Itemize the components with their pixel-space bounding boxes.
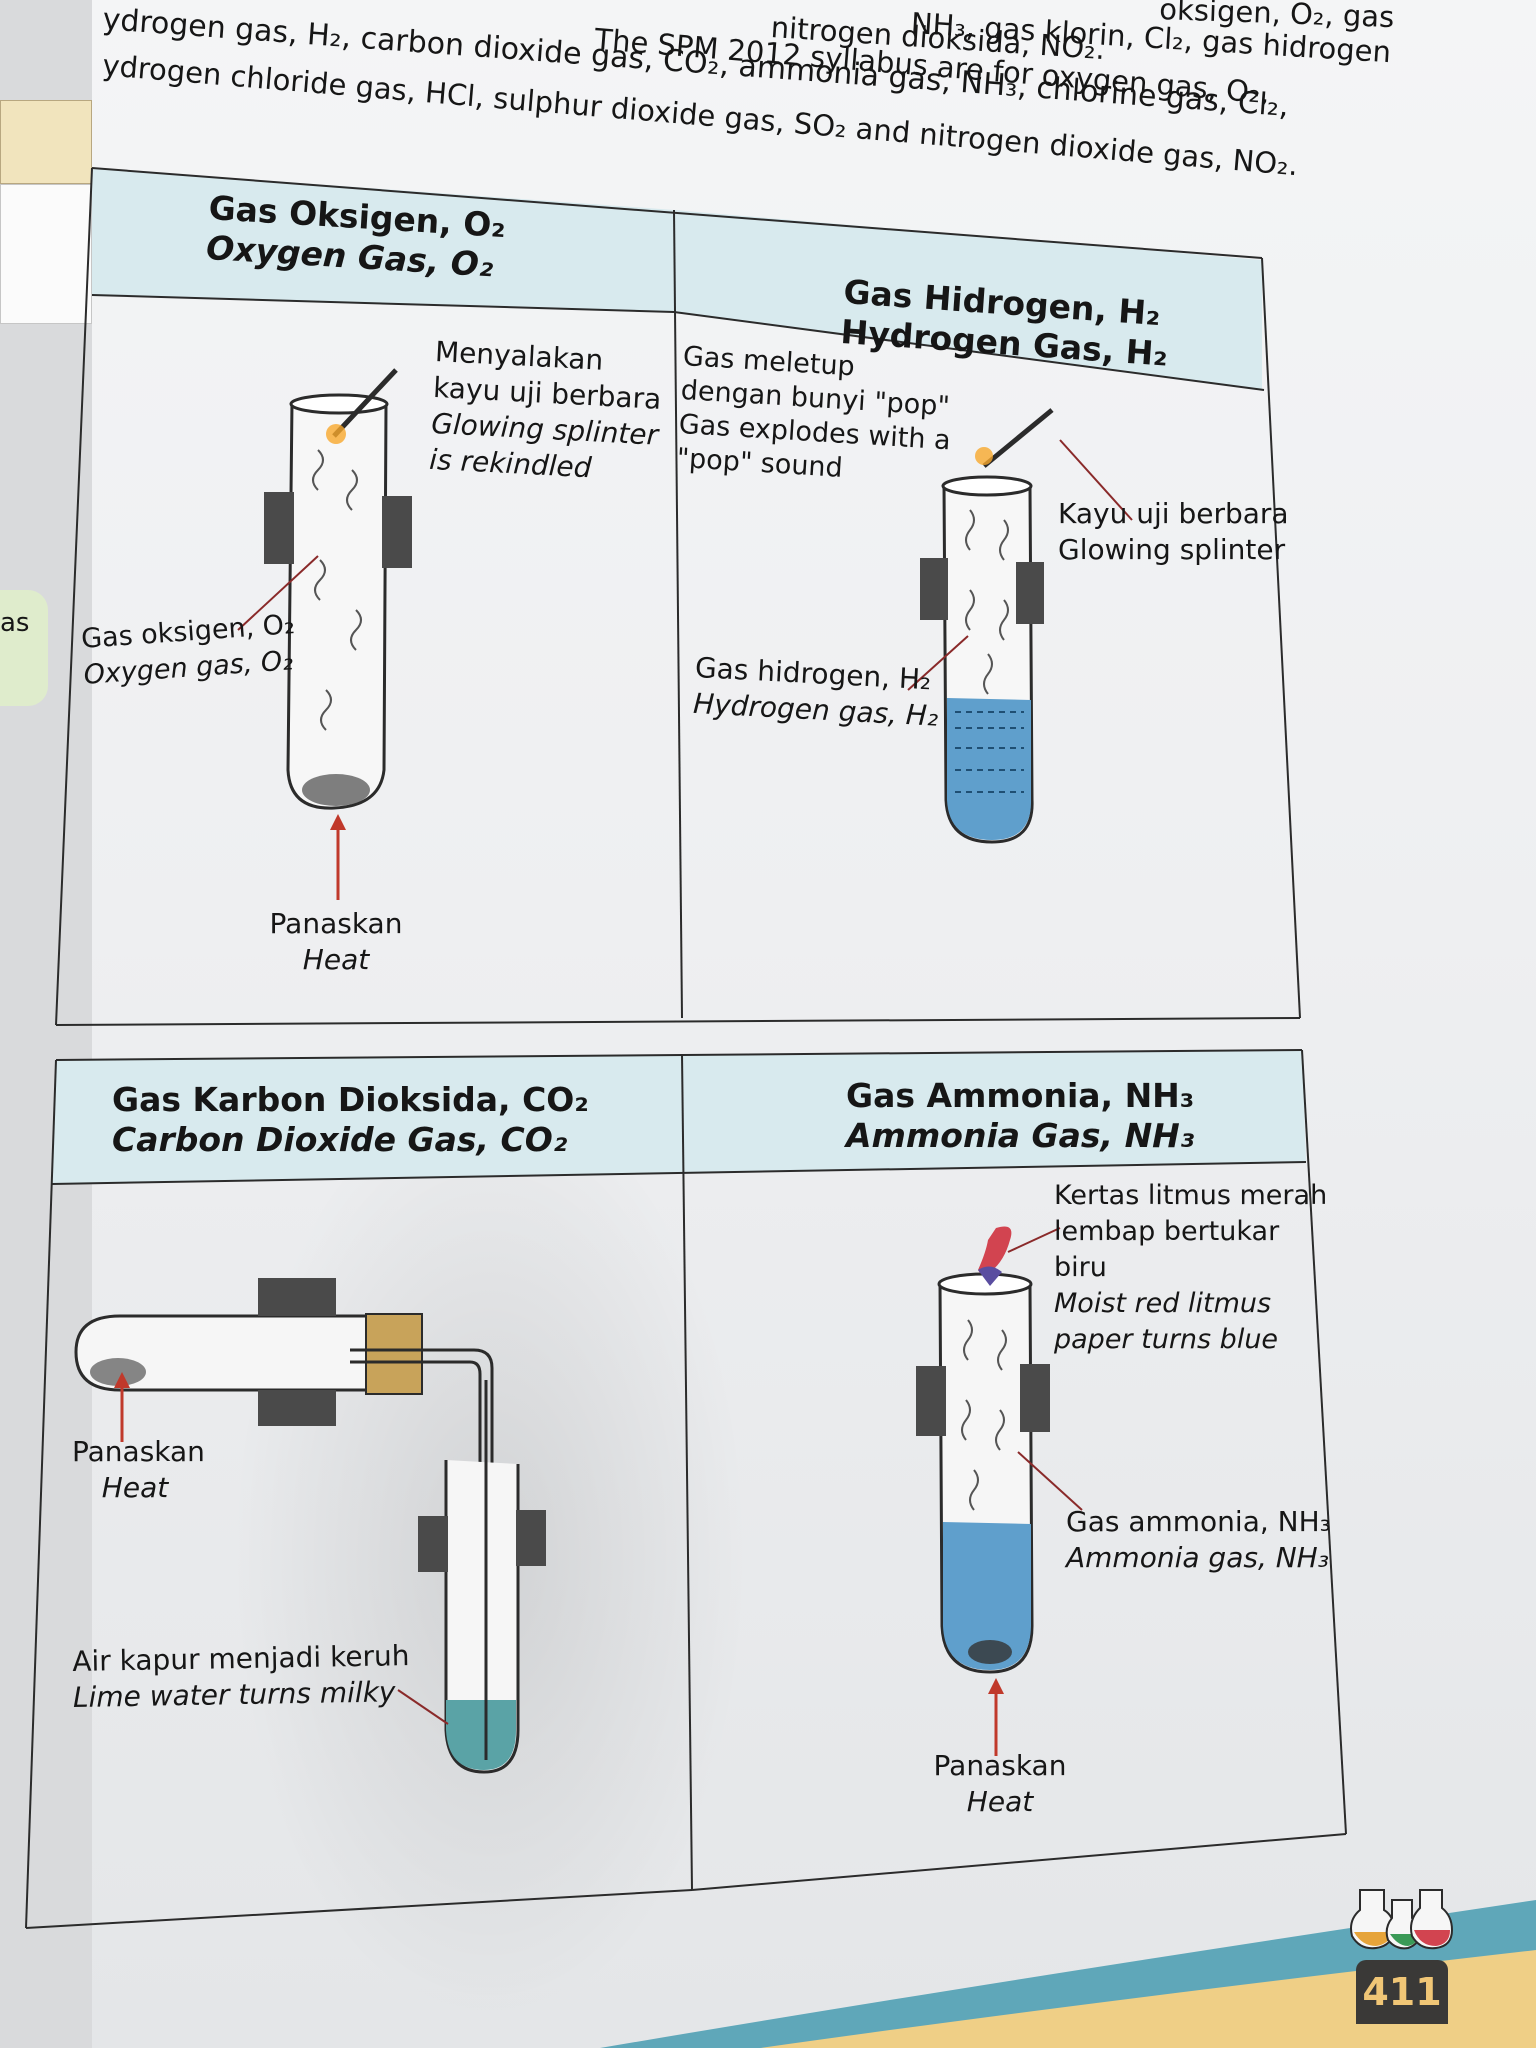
ammonia-title: Gas Ammonia, NH₃ Ammonia Gas, NH₃ [846, 1076, 1194, 1156]
adjacent-page-text: as [0, 608, 30, 638]
page-number: 411 [1356, 1960, 1448, 2024]
co2-heat-label: Panaskan Heat [72, 1435, 205, 1504]
adjacent-page-table-fragment [0, 184, 92, 324]
ammonia-result-label: Kertas litmus merah lembap bertukar biru… [1054, 1180, 1328, 1355]
ammonia-title-my: Gas Ammonia, NH₃ [846, 1076, 1195, 1115]
ammonia-heat-label: Panaskan Heat [933, 1749, 1067, 1818]
hydrogen-splinter-label: Kayu uji berbara Glowing splinter [1058, 497, 1289, 566]
co2-title-my: Gas Karbon Dioksida, CO₂ [112, 1080, 589, 1119]
oxygen-heat-label: Panaskan Heat [269, 907, 403, 976]
adjacent-page-yellow-tab [0, 100, 92, 184]
adjacent-page-green-tab [0, 590, 48, 706]
ammonia-title-en: Ammonia Gas, NH₃ [846, 1116, 1195, 1155]
co2-title: Gas Karbon Dioksida, CO₂ Carbon Dioxide … [112, 1080, 589, 1160]
ammonia-gas-label: Gas ammonia, NH₃ Ammonia gas, NH₃ [1066, 1505, 1331, 1574]
co2-title-en: Carbon Dioxide Gas, CO₂ [112, 1120, 568, 1159]
